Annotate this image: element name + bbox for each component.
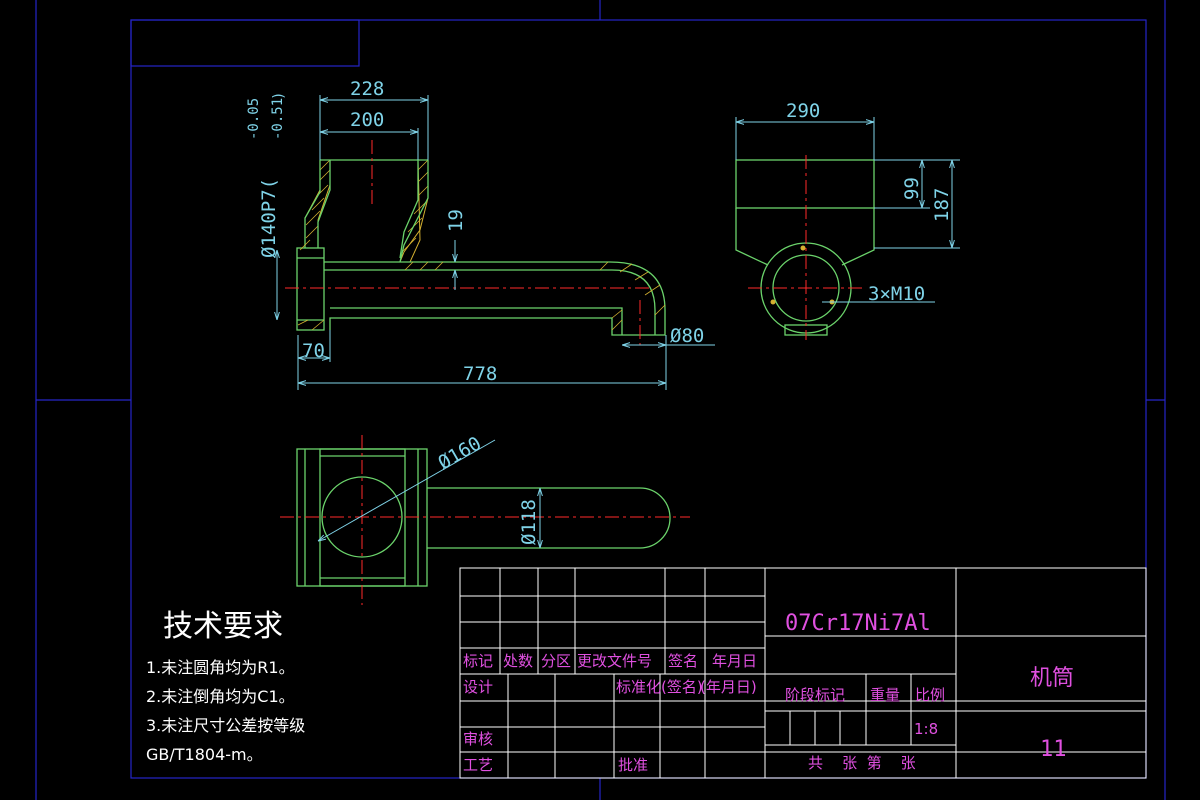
dim-phi118: Ø118 bbox=[518, 499, 540, 545]
tube-hatch bbox=[404, 261, 666, 331]
dim-70: 70 bbox=[302, 340, 325, 362]
label-sheets: 共 张 第 张 bbox=[808, 754, 916, 772]
technical-requirements: 技术要求 1.未注圆角均为R1。 2.未注倒角均为C1。 3.未注尺寸公差按等级… bbox=[146, 609, 305, 764]
side-view: 290 99 187 3×M10 bbox=[735, 100, 960, 340]
label-nianyueri2: (年月日) bbox=[700, 678, 757, 696]
dim-phi160: Ø160 bbox=[435, 432, 486, 474]
dim-19: 19 bbox=[445, 209, 467, 232]
tech-line-3: 3.未注尺寸公差按等级 bbox=[146, 716, 305, 735]
dim-thread: 3×M10 bbox=[868, 283, 925, 305]
tech-line-2: 2.未注倒角均为C1。 bbox=[146, 687, 295, 706]
tech-line-4: GB/T1804-m。 bbox=[146, 745, 263, 764]
scale-value: 1:8 bbox=[914, 720, 938, 738]
dim-290: 290 bbox=[786, 100, 820, 122]
dim-phi140: Ø140P7( bbox=[258, 178, 280, 258]
section-hatch bbox=[304, 159, 429, 263]
drawing-number: 11 bbox=[1040, 737, 1067, 762]
tech-line-1: 1.未注圆角均为R1。 bbox=[146, 658, 295, 677]
label-qianming2: (签名) bbox=[661, 678, 703, 696]
label-fenqu: 分区 bbox=[541, 652, 571, 670]
dim-phi80: Ø80 bbox=[670, 325, 704, 347]
tech-title: 技术要求 bbox=[163, 609, 283, 644]
label-biaoji: 标记 bbox=[463, 652, 493, 670]
label-zhongliang: 重量 bbox=[870, 686, 900, 704]
tol-upper: -0.05 bbox=[246, 98, 262, 140]
dim-99: 99 bbox=[901, 177, 923, 200]
svg-text:): ) bbox=[271, 92, 287, 100]
dim-778: 778 bbox=[463, 363, 497, 385]
label-jieduan: 阶段标记 bbox=[785, 686, 845, 704]
label-shenhe: 审核 bbox=[463, 730, 493, 748]
label-biaozhunhua: 标准化 bbox=[616, 678, 661, 696]
title-block: 07Cr17Ni7Al 机筒 11 1:8 标记 处数 分区 更改文件号 签名 … bbox=[459, 567, 1147, 779]
label-genggai: 更改文件号 bbox=[577, 652, 652, 670]
label-qianming: 签名 bbox=[668, 652, 698, 670]
dim-200: 200 bbox=[350, 109, 384, 131]
label-chushu: 处数 bbox=[503, 652, 533, 670]
label-pizhun: 批准 bbox=[618, 756, 648, 774]
label-bili: 比例 bbox=[915, 686, 945, 704]
label-sheji: 设计 bbox=[463, 678, 493, 696]
part-name: 机筒 bbox=[1030, 666, 1074, 691]
label-nianyueri: 年月日 bbox=[712, 652, 757, 670]
front-view: 228 200 19 70 778 Ø80 Ø140P7( -0.05 -0.5… bbox=[246, 78, 715, 390]
material: 07Cr17Ni7Al bbox=[785, 611, 931, 636]
dim-228: 228 bbox=[350, 78, 384, 100]
tol-lower: -0.51 bbox=[270, 98, 286, 140]
drawing-frame bbox=[35, 0, 1166, 800]
label-gongyi: 工艺 bbox=[463, 756, 493, 774]
dim-187: 187 bbox=[931, 188, 953, 222]
top-view: Ø160 Ø118 bbox=[280, 432, 690, 605]
